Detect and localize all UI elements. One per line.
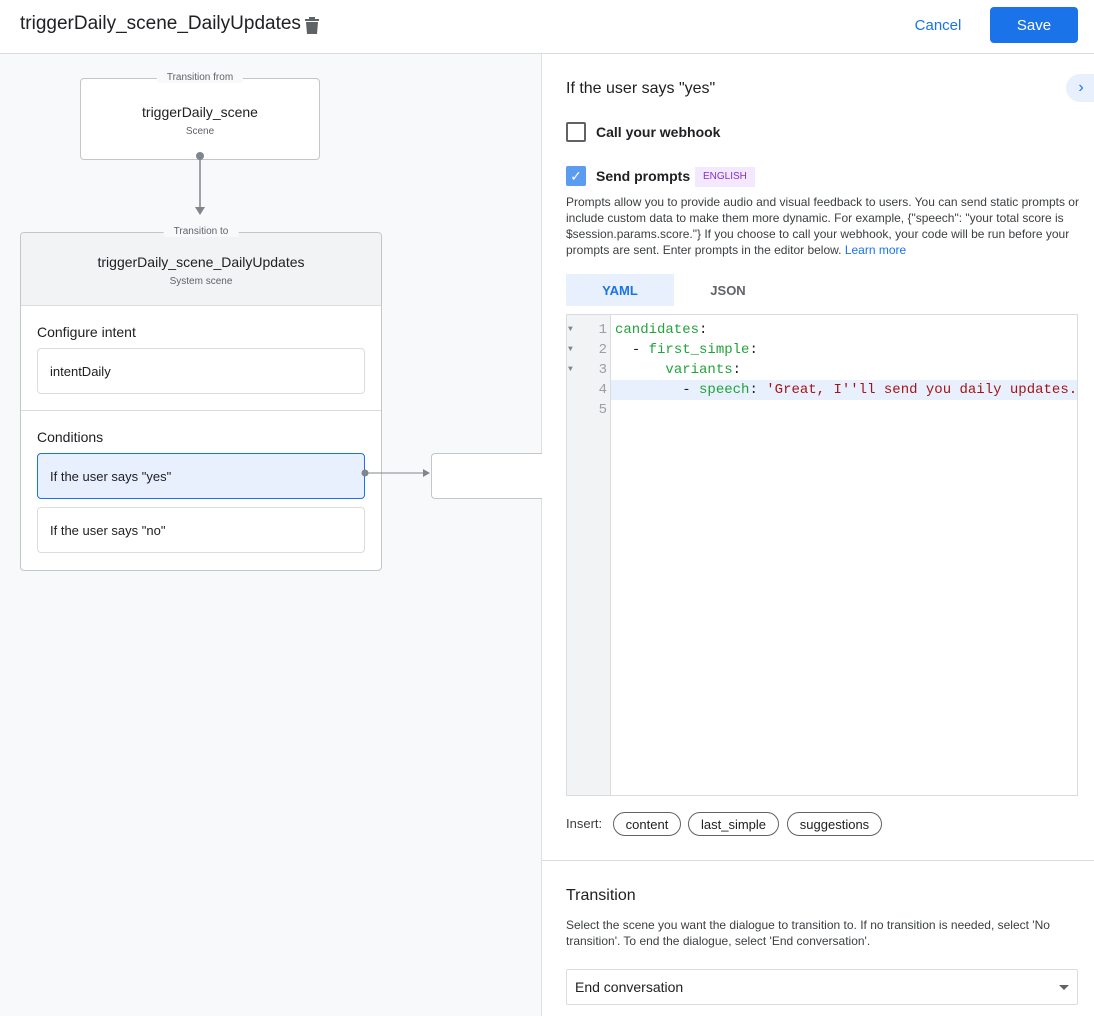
code-key: speech xyxy=(699,382,750,398)
fold-arrow-icon[interactable]: ▼ xyxy=(568,365,573,374)
editor-gutter xyxy=(567,315,611,795)
prompts-description: Prompts allow you to provide audio and v… xyxy=(566,194,1081,258)
from-scene-type: Scene xyxy=(185,126,215,137)
transition-from-legend: Transition from xyxy=(156,72,244,83)
code-colon: : xyxy=(749,342,758,358)
transition-select[interactable]: End conversation xyxy=(566,969,1078,1005)
transition-from-node[interactable]: Transition from triggerDaily_scene Scene xyxy=(80,72,320,160)
code-colon: : xyxy=(732,362,742,378)
code-indent xyxy=(615,342,632,358)
header: triggerDaily_scene_DailyUpdates Cancel S… xyxy=(0,0,1094,54)
code-editor[interactable]: ▼ 1 candidates: ▼ 2 - first_simple: ▼ 3 varian… xyxy=(566,314,1078,796)
dropdown-arrow-icon xyxy=(1059,985,1069,995)
description-text: Prompts allow you to provide audio and v… xyxy=(566,195,1079,257)
code-key: variants xyxy=(665,362,733,378)
condition-no[interactable]: If the user says "no" xyxy=(37,507,365,553)
language-badge: ENGLISH xyxy=(695,167,755,187)
line-number: 5 xyxy=(598,402,607,418)
cancel-button[interactable]: Cancel xyxy=(914,16,962,34)
panel-title: If the user says "yes" xyxy=(566,80,716,97)
insert-chip-last-simple[interactable]: last_simple xyxy=(688,812,779,836)
code-indent xyxy=(615,362,665,378)
fold-arrow-icon[interactable]: ▼ xyxy=(568,325,573,334)
send-prompts-checkbox[interactable]: ✓ xyxy=(566,166,586,186)
condition-arrow xyxy=(361,469,430,477)
transition-selected: End conversation xyxy=(575,979,684,995)
code-dash: - xyxy=(631,342,649,358)
fold-arrow-icon[interactable]: ▼ xyxy=(568,345,573,354)
code-colon: : xyxy=(699,322,708,338)
code-line: 4 - speech: 'Great, I''ll send you daily… xyxy=(567,380,1078,400)
tab-json[interactable]: JSON xyxy=(710,282,746,298)
code-dash: - xyxy=(682,382,700,398)
line-number: 4 xyxy=(598,382,607,398)
divider xyxy=(542,860,1094,861)
conditions-label: Conditions xyxy=(37,429,104,445)
collapse-chevron-icon[interactable]: › xyxy=(1066,74,1094,102)
condition-yes[interactable]: If the user says "yes" xyxy=(37,453,365,499)
code-colon: : xyxy=(749,382,767,398)
trash-icon[interactable] xyxy=(304,15,320,35)
to-scene-type: System scene xyxy=(169,276,233,287)
transition-to-legend: Transition to xyxy=(163,226,239,237)
code-line: ▼ 1 candidates: xyxy=(567,320,1077,340)
active-line-highlight xyxy=(611,380,1077,400)
code-string: 'Great, I''ll send you daily updates. xyxy=(766,382,1078,398)
tab-yaml[interactable]: YAML xyxy=(566,274,674,306)
intent-field[interactable]: intentDaily xyxy=(37,348,365,394)
webhook-label: Call your webhook xyxy=(596,124,721,140)
line-number: 1 xyxy=(598,322,607,338)
condition-panel: › If the user says "yes" Call your webho… xyxy=(542,54,1094,1016)
code-indent xyxy=(615,382,682,398)
transition-title: Transition xyxy=(566,887,636,904)
target-scene-node[interactable] xyxy=(431,453,543,499)
insert-label: Insert: xyxy=(566,816,603,831)
flow-canvas: Transition from triggerDaily_scene Scene… xyxy=(0,54,543,1016)
code-key: candidates xyxy=(615,322,700,338)
transition-to-node: Transition to triggerDaily_scene_DailyUp… xyxy=(20,226,382,571)
send-prompts-label: Send prompts xyxy=(596,168,691,184)
code-key: first_simple xyxy=(648,342,750,358)
line-number: 2 xyxy=(598,342,607,358)
learn-more-link[interactable]: Learn more xyxy=(844,243,907,257)
code-line: ▼ 3 variants: xyxy=(567,360,1077,380)
insert-chip-suggestions[interactable]: suggestions xyxy=(787,812,882,836)
line-number: 3 xyxy=(598,362,607,378)
page-title: triggerDaily_scene_DailyUpdates xyxy=(20,13,301,34)
code-line: 5 xyxy=(567,400,1077,420)
code-line: ▼ 2 - first_simple: xyxy=(567,340,1077,360)
transition-description: Select the scene you want the dialogue t… xyxy=(566,918,1050,948)
insert-chip-content[interactable]: content xyxy=(613,812,681,836)
webhook-checkbox[interactable] xyxy=(566,122,586,142)
configure-intent-label: Configure intent xyxy=(37,324,136,340)
to-scene-name: triggerDaily_scene_DailyUpdates xyxy=(97,254,305,270)
from-scene-name: triggerDaily_scene xyxy=(142,104,258,120)
save-button[interactable]: Save xyxy=(990,7,1078,43)
transition-arrow xyxy=(195,152,205,215)
